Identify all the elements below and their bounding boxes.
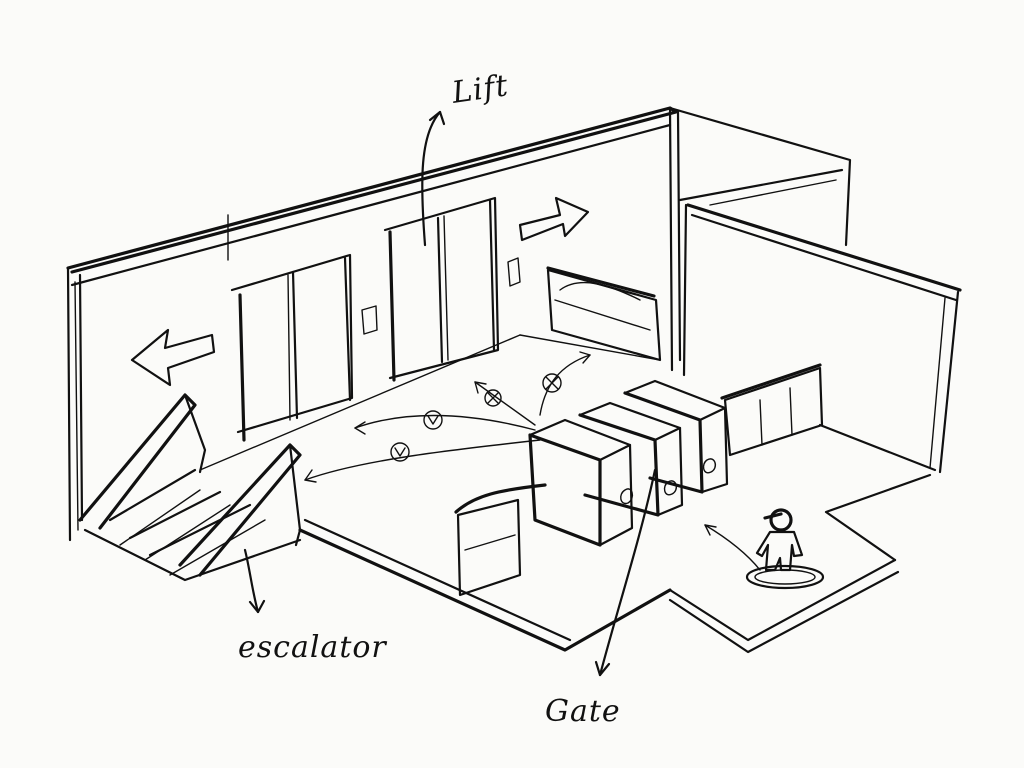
ticket-gates bbox=[528, 379, 729, 547]
arrow-right-icon bbox=[518, 196, 590, 242]
lift-doors bbox=[230, 196, 521, 442]
label-escalator: escalator bbox=[238, 630, 387, 665]
arrow-left-icon bbox=[130, 328, 216, 387]
right-wall bbox=[682, 203, 962, 474]
person-pointer bbox=[704, 524, 761, 571]
passenger-flow bbox=[304, 351, 591, 483]
lift-pointer bbox=[421, 110, 446, 247]
back-wall bbox=[66, 106, 852, 542]
floor bbox=[199, 334, 932, 654]
label-gate: Gate bbox=[545, 694, 621, 729]
person-icon bbox=[745, 508, 825, 590]
barrier-lower bbox=[454, 483, 547, 597]
gate-pointer bbox=[594, 468, 657, 677]
escalator bbox=[78, 393, 302, 582]
escalator-pointer bbox=[243, 548, 266, 614]
barrier-upper bbox=[546, 266, 662, 362]
barrier-right bbox=[720, 363, 824, 457]
